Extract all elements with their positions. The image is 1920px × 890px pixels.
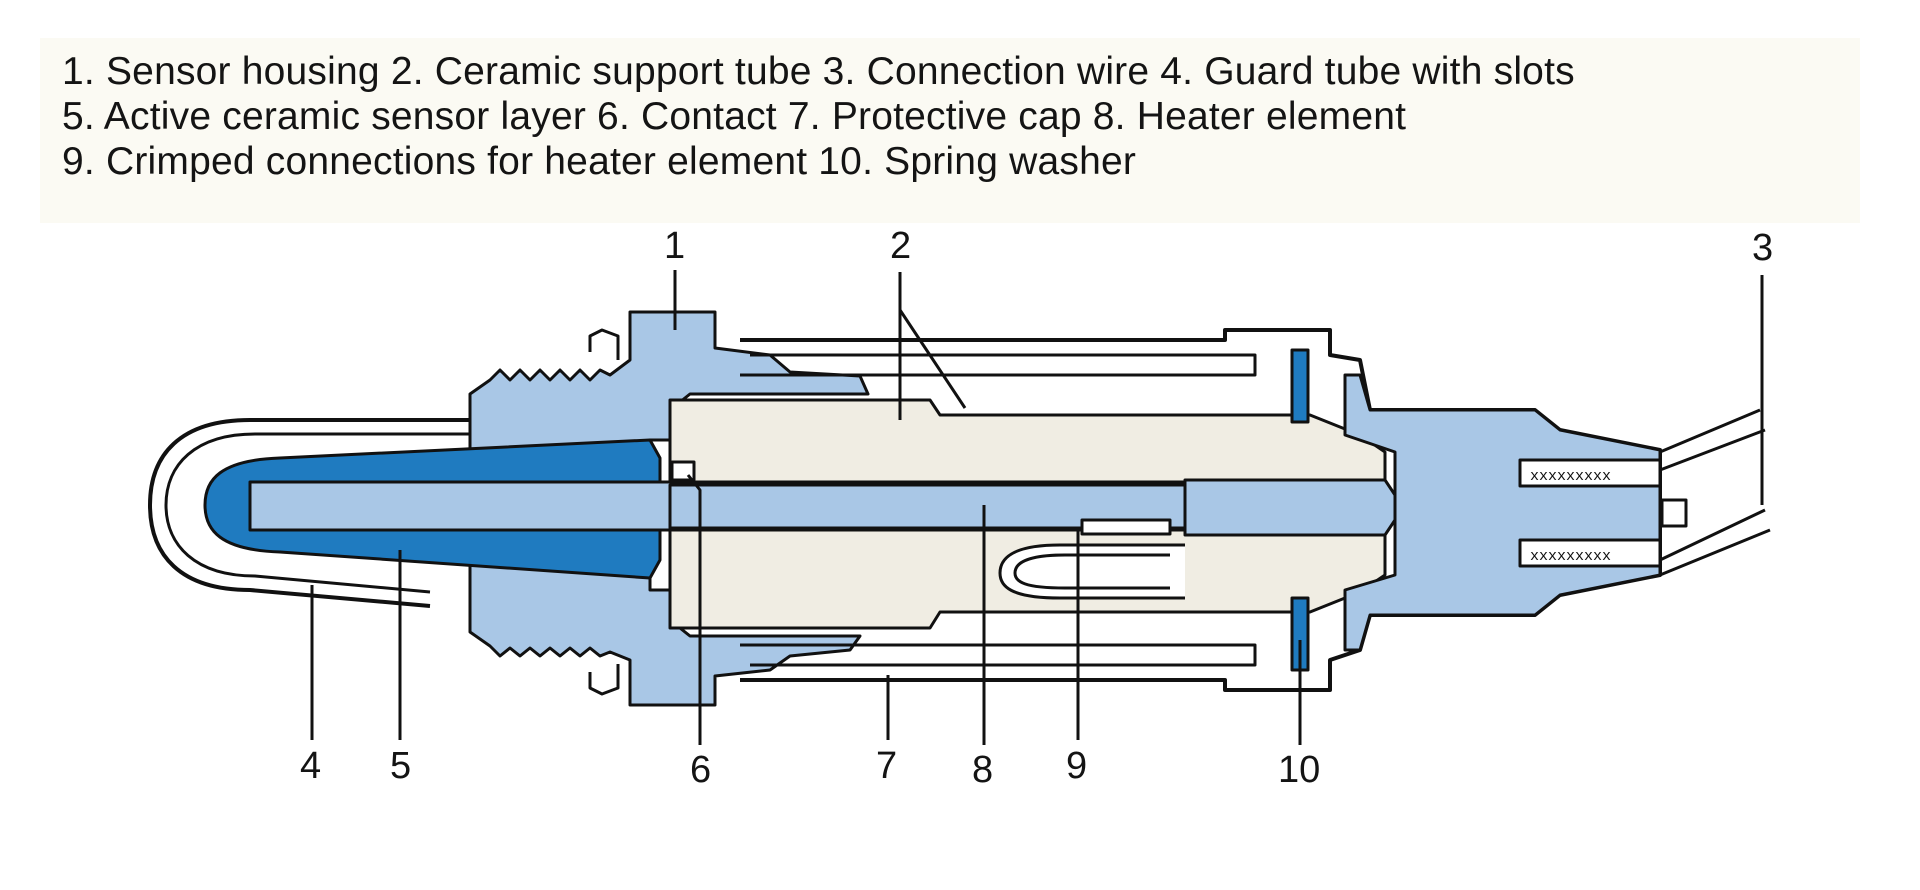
callout-4: 4 [300, 745, 321, 787]
legend-line-2: 5. Active ceramic sensor layer 6. Contac… [62, 95, 1407, 138]
callout-5: 5 [390, 745, 411, 787]
ceramic-support-tube [668, 398, 1387, 484]
guard-tube [148, 418, 480, 608]
callout-3: 3 [1752, 227, 1773, 269]
spring-washer-upper [1290, 348, 1310, 424]
heater-element-end [1183, 478, 1397, 537]
protective-cap-inner [740, 353, 1257, 377]
legend-line-1: 1. Sensor housing 2. Ceramic support tub… [62, 50, 1575, 93]
legend-box: 1. Sensor housing 2. Ceramic support tub… [40, 38, 1860, 223]
callout-1: 1 [664, 225, 685, 267]
guard-tube-inner-line [164, 432, 480, 594]
wire-terminal-upper [1518, 458, 1662, 488]
crimped-connection-inner [1013, 553, 1170, 590]
wire-terminal-lower [1518, 538, 1662, 568]
callout-2: 2 [890, 225, 911, 267]
protective-cap-inner-lower [740, 643, 1257, 667]
leader-line-2b [898, 309, 967, 409]
wire-terminal-lower-pattern: xxxxxxxxx [1530, 548, 1611, 565]
crimped-connection [998, 543, 1185, 600]
sensor-housing [468, 310, 870, 707]
rear-housing [1343, 373, 1662, 652]
callout-10: 10 [1278, 749, 1320, 791]
leader-line-6 [686, 474, 702, 745]
connection-wire-bundle [1659, 408, 1771, 577]
callout-6: 6 [690, 749, 711, 791]
wire-center-terminal [1660, 498, 1688, 528]
crimp-tab [1080, 518, 1172, 536]
callout-7: 7 [876, 745, 897, 787]
wire-terminal-upper-pattern: xxxxxxxxx [1530, 468, 1611, 485]
housing-upper-lip [588, 328, 620, 360]
callout-8: 8 [972, 749, 993, 791]
housing-lower-lip [588, 664, 620, 696]
legend-line-3: 9. Crimped connections for heater elemen… [62, 140, 1137, 183]
callout-9: 9 [1066, 745, 1087, 787]
